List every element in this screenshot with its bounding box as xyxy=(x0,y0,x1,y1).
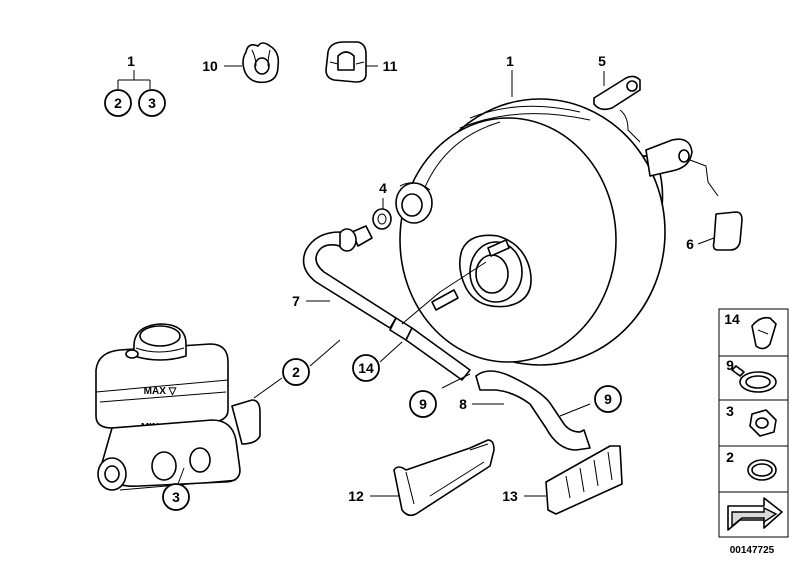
callout-number-9-a: 9 xyxy=(419,396,427,412)
legend-cell-arrow xyxy=(718,491,789,538)
label-1-booster: 1 xyxy=(506,53,514,69)
hose-clamp-icon xyxy=(731,365,777,393)
callout-number-3-bottom: 3 xyxy=(172,489,180,505)
hex-nut-icon xyxy=(749,409,777,437)
callout-circle-3-top xyxy=(138,89,166,117)
part-11-bracket: 11 xyxy=(325,41,398,83)
label-7: 7 xyxy=(292,293,300,309)
callout-circle-2-top xyxy=(104,89,132,117)
svg-text:MAX ▽: MAX ▽ xyxy=(144,386,177,397)
callout-circle-3-bottom xyxy=(162,483,190,511)
part-12-bracket: 12 xyxy=(348,439,495,517)
label-12: 12 xyxy=(348,488,364,504)
part-7-vacuum-hose: 7 xyxy=(292,225,487,381)
o-ring-icon xyxy=(747,459,777,481)
callout-number-9-b: 9 xyxy=(604,391,612,407)
legend-number-2: 2 xyxy=(726,449,734,465)
label-10: 10 xyxy=(202,58,218,74)
part-8-hose: 9 8 9 xyxy=(409,370,622,451)
label-6: 6 xyxy=(686,236,694,252)
label-13: 13 xyxy=(502,488,518,504)
legend-panel: 14 9 3 2 00147725 xyxy=(718,308,789,556)
callout-circle-9-a xyxy=(409,390,437,418)
callout-circle-14 xyxy=(352,354,380,382)
legend-number-3: 3 xyxy=(726,403,734,419)
callout-number-2-mid: 2 xyxy=(292,364,300,380)
callout-number-2-top: 2 xyxy=(114,95,122,111)
arrow-icon xyxy=(727,497,783,531)
callout-number-3-top: 3 xyxy=(148,95,156,111)
part-10-grommet: 10 xyxy=(202,42,280,84)
label-1-top: 1 xyxy=(127,53,135,69)
part-5-6-brackets: 5 6 xyxy=(593,53,743,252)
callout-circle-2-mid xyxy=(282,358,310,386)
legend-number-14: 14 xyxy=(724,311,740,327)
label-8: 8 xyxy=(459,396,467,412)
callout-14-mid: 14 xyxy=(352,341,403,382)
callout-circle-9-b xyxy=(594,385,622,413)
part-4-grommet: 4 xyxy=(372,180,392,230)
callout-number-14: 14 xyxy=(358,360,374,376)
reference-number: 00147725 xyxy=(730,545,775,556)
part-13-comb-clip: 13 xyxy=(502,445,623,515)
label-11: 11 xyxy=(383,58,398,74)
legend-number-9: 9 xyxy=(726,357,734,373)
brake-booster: 1 xyxy=(395,53,666,366)
hose-clip-icon xyxy=(751,316,777,350)
label-5: 5 xyxy=(598,53,606,69)
callout-group-top-left: 1 2 3 xyxy=(104,53,166,117)
label-4: 4 xyxy=(379,180,387,196)
master-cylinder: MAX ▽ MIN 2 3 xyxy=(95,323,341,511)
